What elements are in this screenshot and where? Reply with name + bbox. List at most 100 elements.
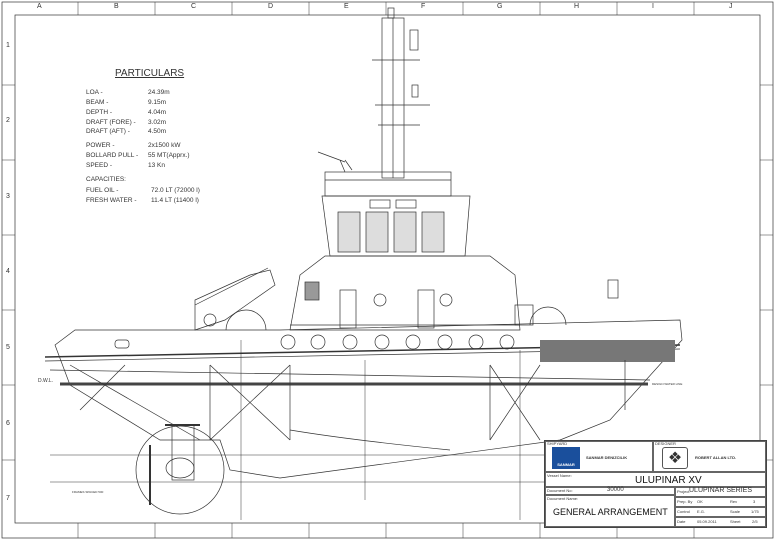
prep-label: Prep. By xyxy=(677,499,693,504)
particular-label: BEAM - xyxy=(86,99,109,106)
capacity-label: FRESH WATER - xyxy=(86,197,137,204)
fore-winch xyxy=(514,279,619,326)
main-deckhouse xyxy=(289,255,521,331)
sanmar-logo: SANMAR xyxy=(552,447,580,469)
particular-label: DRAFT (FORE) - xyxy=(86,119,136,126)
particular-row: LOA - 24.39m xyxy=(86,89,170,96)
shipyard-name: SANMAR DENIZCILIK xyxy=(586,455,628,460)
particular-value: 24.39m xyxy=(148,89,170,96)
capacity-row: FRESH WATER - 11.4 LT (11400 l) xyxy=(86,197,199,204)
rev-label: Rev xyxy=(730,499,738,504)
project-label: Project xyxy=(677,489,690,494)
scale-label: Scale xyxy=(730,509,741,514)
designer-cell xyxy=(653,441,766,472)
row-label: 4 xyxy=(6,268,10,275)
particular-row: DRAFT (FORE) - 3.02m xyxy=(86,119,166,126)
capacity-row: FUEL OIL - 72.0 LT (72000 l) xyxy=(86,187,200,194)
date-label: Date xyxy=(677,519,686,524)
particular-label: DEPTH - xyxy=(86,109,112,116)
doc-no-cell xyxy=(545,487,675,495)
column-label: E xyxy=(344,3,349,10)
row-label: 5 xyxy=(6,344,10,351)
particular-label: POWER - xyxy=(86,142,115,149)
particular-label: SPEED - xyxy=(86,162,113,169)
doc-no: 30000 xyxy=(607,487,624,493)
capacity-label: FUEL OIL - xyxy=(86,187,119,194)
particular-row: POWER - 2x1500 kW xyxy=(86,142,181,149)
particulars-title: PARTICULARS xyxy=(115,68,185,79)
particular-row: DRAFT (AFT) - 4.50m xyxy=(86,128,166,135)
column-label: C xyxy=(191,3,197,10)
dwl-label: D.W.L. xyxy=(38,378,54,384)
particular-row: BOLLARD PULL - 55 MT(Apprx.) xyxy=(86,152,190,159)
frames-label: FRAMES SPACED 500 xyxy=(72,490,104,494)
doc-name: GENERAL ARRANGEMENT xyxy=(553,507,668,517)
designer-label: DESIGNER xyxy=(655,441,676,446)
column-label: D xyxy=(268,3,274,10)
shipyard-label: SHIPYARD xyxy=(547,441,568,446)
capacity-value: 11.4 LT (11400 l) xyxy=(151,197,199,204)
particular-value: 2x1500 kW xyxy=(148,142,181,149)
scale-value: 1/75 xyxy=(751,509,759,514)
particular-value: 4.04m xyxy=(148,109,167,116)
particular-label: BOLLARD PULL - xyxy=(86,152,139,159)
row-label: 1 xyxy=(6,42,10,49)
top-deck-rail xyxy=(324,171,452,197)
particular-value: 55 MT(Apprx.) xyxy=(148,152,190,159)
control-value: E.G. xyxy=(697,509,706,514)
vessel-name-label: Vessel Name: xyxy=(547,473,572,478)
particular-value: 3.02m xyxy=(148,119,167,126)
row-label: 3 xyxy=(6,193,10,200)
column-label: B xyxy=(114,3,119,10)
control-label: Control xyxy=(677,509,690,514)
column-label: A xyxy=(37,3,42,10)
doc-name-cell xyxy=(545,495,675,527)
designer-name: ROBERT ALLAN LTD. xyxy=(695,455,737,460)
column-label: H xyxy=(574,3,580,10)
inner-border xyxy=(14,14,761,524)
capacity-value: 72.0 LT (72000 l) xyxy=(151,187,200,194)
fenders xyxy=(114,334,515,350)
date-row xyxy=(675,517,766,527)
prep-row xyxy=(675,497,766,507)
vessel-name: ULUPINAR XV xyxy=(635,475,702,486)
column-label: G xyxy=(497,3,503,10)
column-label: I xyxy=(652,3,654,10)
capacities-title: CAPACITIES: xyxy=(86,176,126,183)
doc-no-label: Document No: xyxy=(547,488,573,493)
particular-row: DEPTH - 4.04m xyxy=(86,109,166,116)
control-row xyxy=(675,507,766,517)
fire-monitor xyxy=(317,151,353,173)
aft-towing-winch xyxy=(194,267,276,331)
design-waterline-label: DESIGN WATER LINE xyxy=(652,382,683,386)
row-label: 6 xyxy=(6,420,10,427)
project-name: ULUPINAR SERIES xyxy=(689,487,753,494)
project-cell xyxy=(675,487,766,497)
robert-allan-logo: ❖ xyxy=(662,447,688,469)
vessel-name-cell xyxy=(545,472,766,487)
particular-row: BEAM - 9.15m xyxy=(86,99,166,106)
title-block: SHIPYARD SANMAR SANMAR DENIZCILIK DESIGN… xyxy=(544,440,767,528)
particular-row: SPEED - 13 Kn xyxy=(86,162,165,169)
particular-label: LOA - xyxy=(86,89,103,96)
particular-value: 9.15m xyxy=(148,99,167,106)
rev-value: 3 xyxy=(753,499,756,504)
column-label: F xyxy=(421,3,426,10)
particular-label: DRAFT (AFT) - xyxy=(86,128,130,135)
mast xyxy=(372,7,430,179)
azimuth-thruster xyxy=(135,424,225,515)
row-label: 7 xyxy=(6,495,10,502)
prep-value: OK xyxy=(697,499,703,504)
column-label: J xyxy=(729,3,733,10)
hull xyxy=(44,319,683,520)
particular-value: 13 Kn xyxy=(148,162,165,169)
doc-name-label: Document Name: xyxy=(547,496,579,501)
date-value: 05.09.2011 xyxy=(697,519,717,524)
sheet-label: Sheet xyxy=(730,519,741,524)
shipyard-cell xyxy=(545,441,653,472)
particular-value: 4.50m xyxy=(148,128,167,135)
